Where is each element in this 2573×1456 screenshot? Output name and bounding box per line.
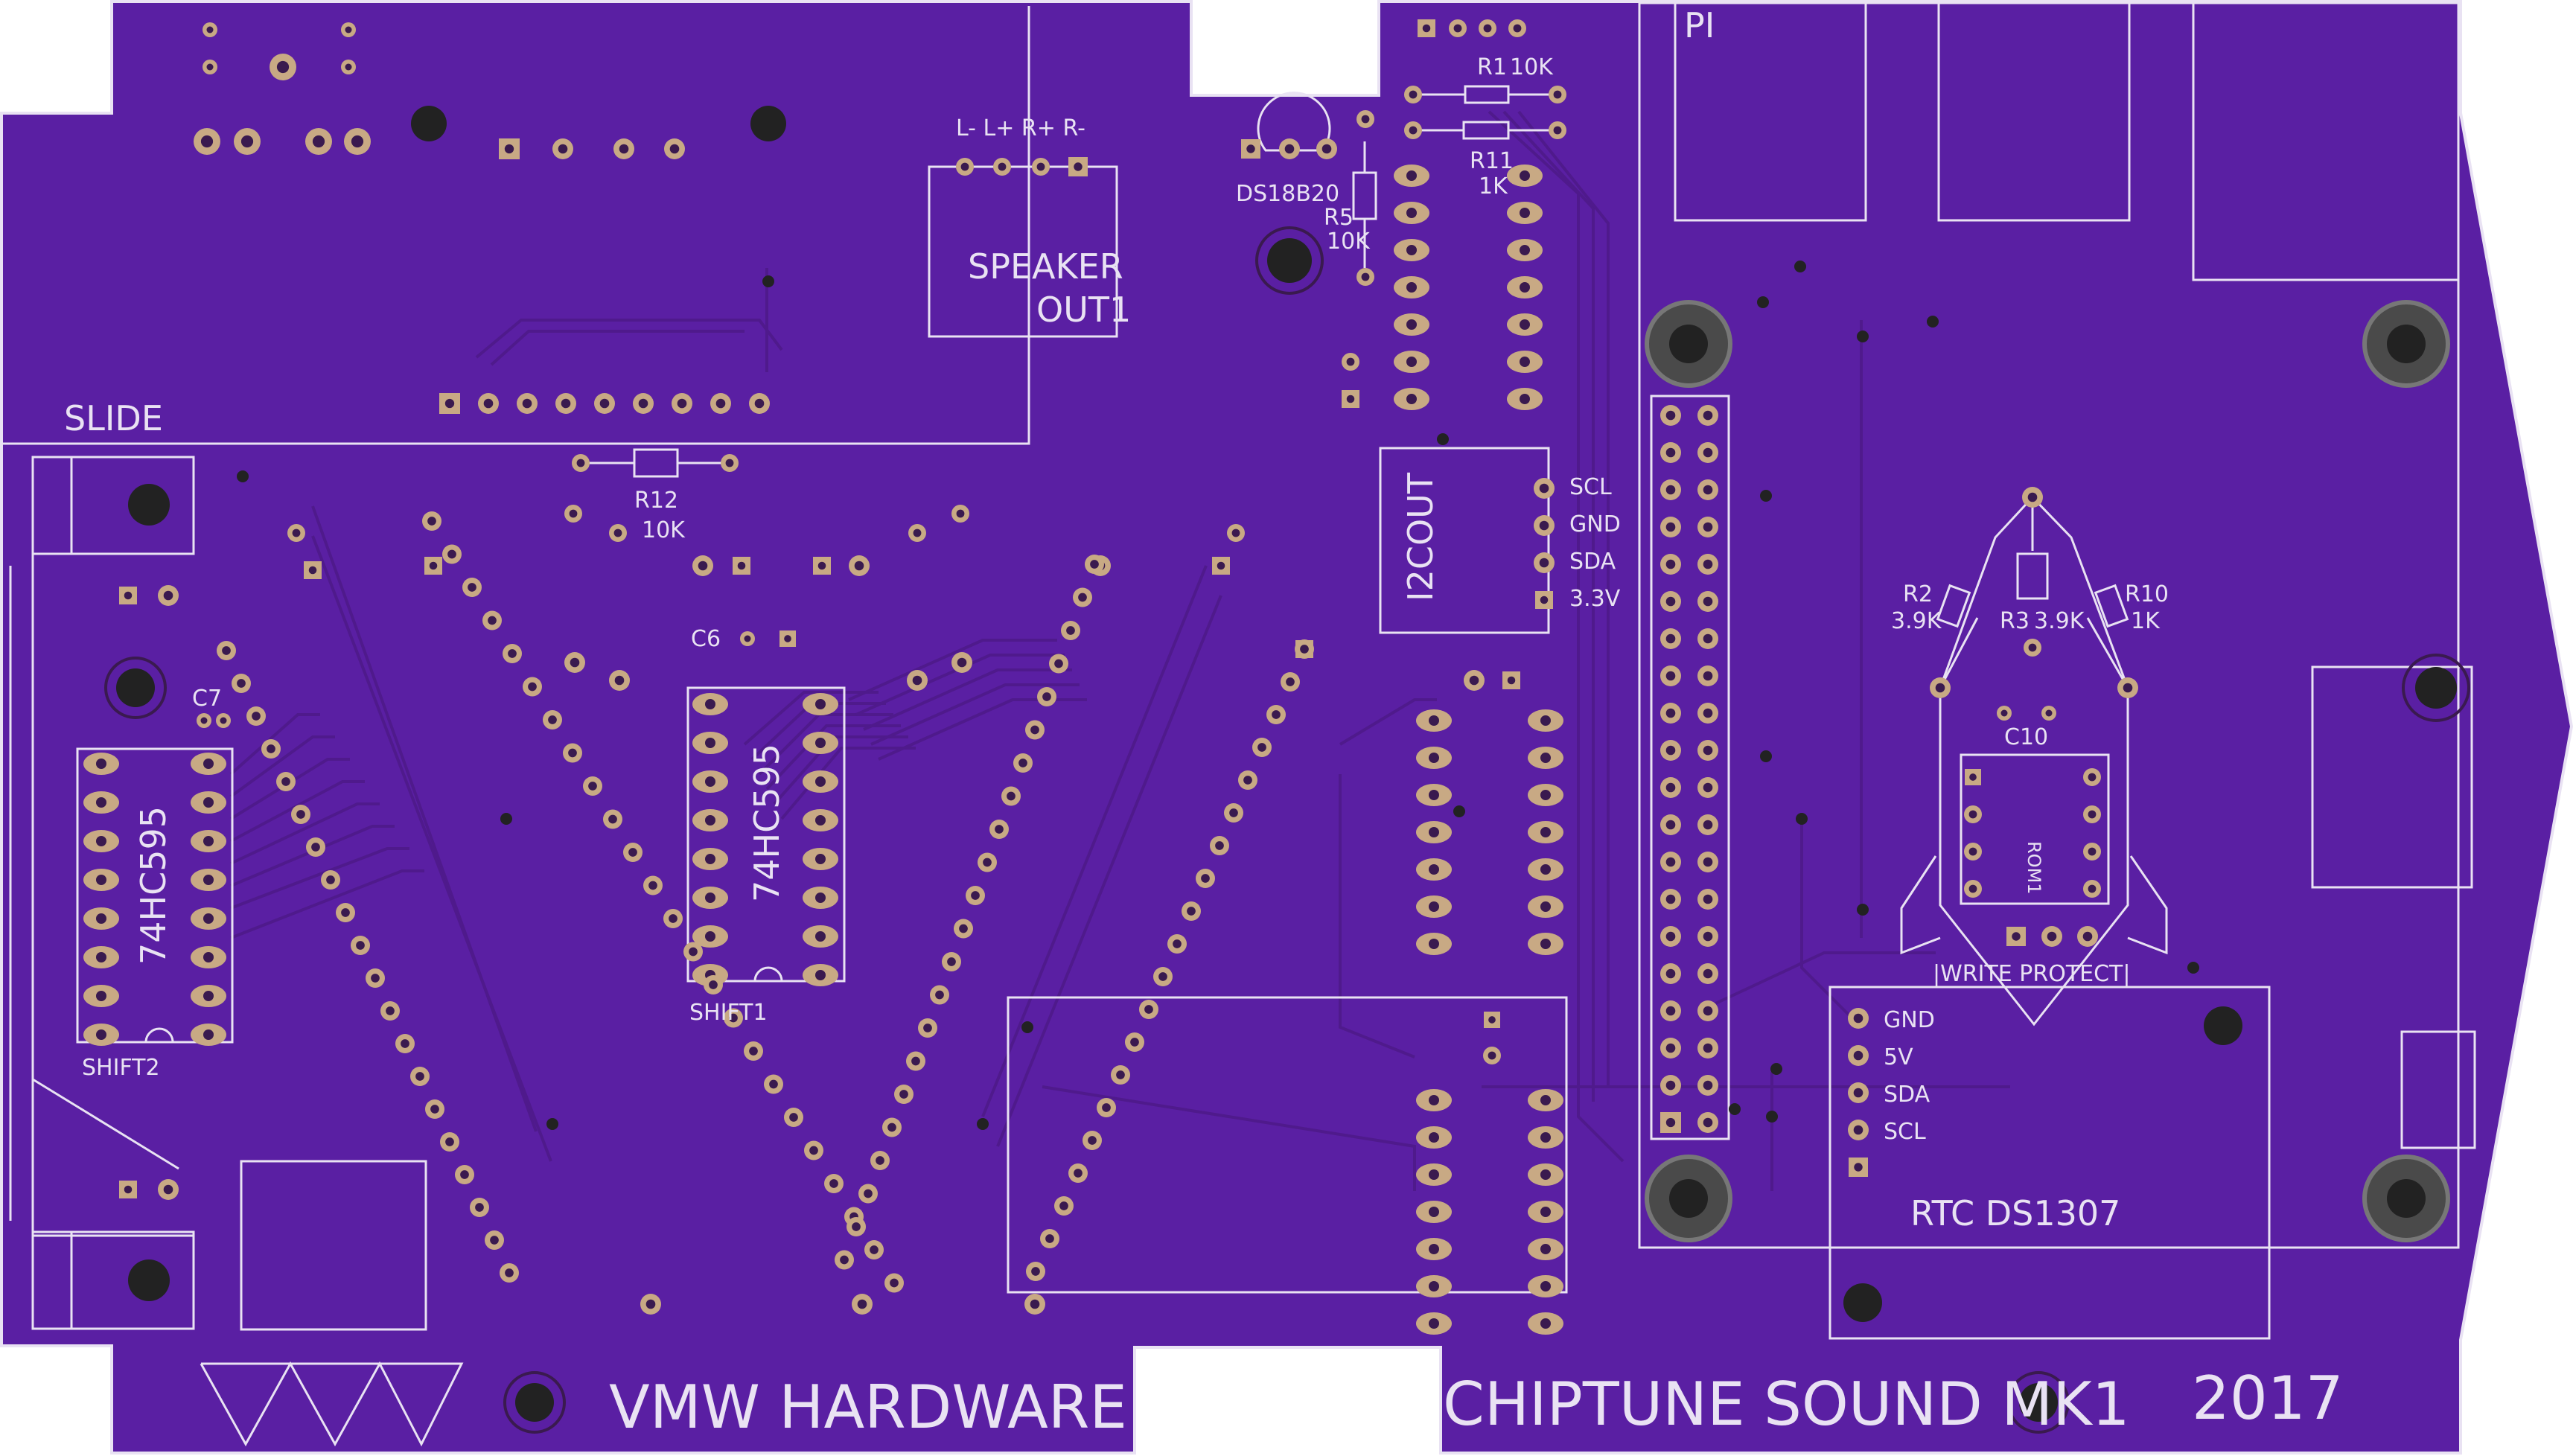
label-speaker-out: OUT1 xyxy=(1036,290,1131,330)
label-slide: SLIDE xyxy=(64,398,163,438)
label-chiptune-sound: CHIPTUNE SOUND MK1 xyxy=(1443,1370,2130,1439)
label-rtc-ds1307: RTC DS1307 xyxy=(1910,1193,2120,1233)
label-rtc-scl: SCL xyxy=(1884,1119,1926,1145)
label-r5-val: 10K xyxy=(1327,229,1371,255)
label-i2c-sda: SDA xyxy=(1569,549,1616,575)
label-r10: R10 xyxy=(2125,581,2169,607)
label-r2-val: 3.9K xyxy=(1891,608,1942,634)
label-r12: R12 xyxy=(634,488,678,514)
label-speaker-pins: L- L+ R+ R- xyxy=(956,115,1085,141)
traces xyxy=(229,110,2010,1191)
label-r5: R5 xyxy=(1324,205,1354,231)
silkscreen xyxy=(1,1,2476,1447)
label-rom1: ROM1 xyxy=(2024,841,2044,895)
pads xyxy=(83,19,2199,1335)
label-vmw-hardware: VMW HARDWARE xyxy=(609,1373,1127,1442)
label-rtc-gnd: GND xyxy=(1884,1007,1935,1033)
label-i2c-scl: SCL xyxy=(1569,474,1612,500)
label-shift2: SHIFT2 xyxy=(82,1055,160,1081)
label-i2c-33v: 3.3V xyxy=(1569,586,1621,612)
label-c10: C10 xyxy=(2004,724,2048,750)
label-r1-val: 10K xyxy=(1510,54,1554,80)
label-rtc-5v: 5V xyxy=(1884,1044,1913,1070)
label-r11: R11 xyxy=(1470,148,1514,174)
mounting-holes xyxy=(104,106,2470,1434)
label-speaker: SPEAKER xyxy=(968,246,1123,287)
label-c7: C7 xyxy=(192,686,222,712)
silk-labels: SLIDE PI L- L+ R+ R- SPEAKER OUT1 DS18B2… xyxy=(64,5,2344,1442)
label-rtc-sda: SDA xyxy=(1884,1082,1930,1108)
label-74hc595-shift1: 74HC595 xyxy=(747,744,787,902)
label-r1: R1 xyxy=(1477,54,1507,80)
label-74hc595-shift2: 74HC595 xyxy=(133,806,173,965)
label-year: 2017 xyxy=(2192,1364,2344,1433)
label-r11-val: 1K xyxy=(1479,173,1508,199)
label-write-protect: |WRITE PROTECT| xyxy=(1933,961,2131,987)
label-pi: PI xyxy=(1684,5,1715,45)
label-r12-val: 10K xyxy=(642,517,686,543)
label-r10-val: 1K xyxy=(2131,608,2161,634)
label-c6: C6 xyxy=(691,626,721,652)
label-shift1: SHIFT1 xyxy=(689,1000,768,1026)
label-r3: R3 xyxy=(2000,608,2030,634)
label-r2: R2 xyxy=(1903,581,1933,607)
label-i2c-gnd: GND xyxy=(1569,511,1621,537)
label-r3-val: 3.9K xyxy=(2034,608,2085,634)
label-i2cout: I2COUT xyxy=(1400,472,1441,601)
label-ds18b20: DS18B20 xyxy=(1236,181,1339,207)
